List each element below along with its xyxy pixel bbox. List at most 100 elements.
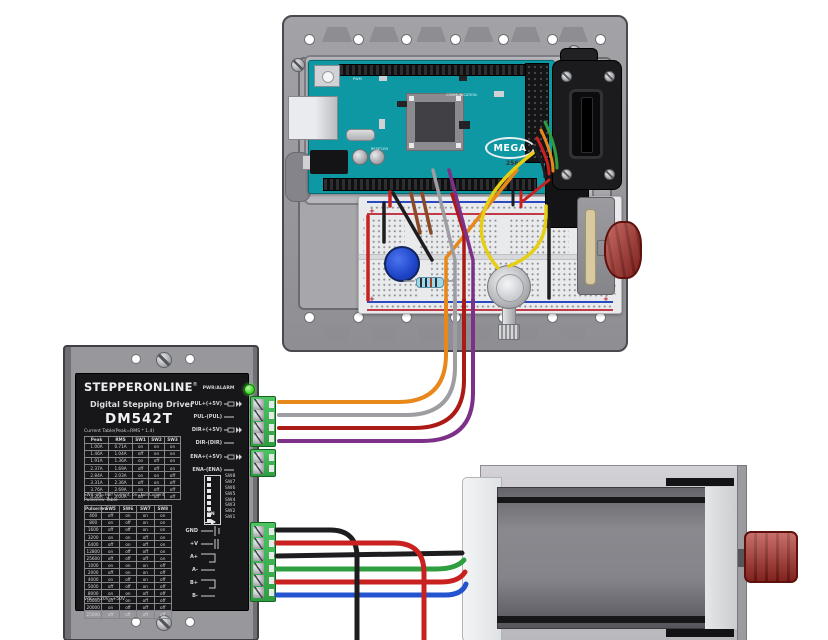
- flange-notch: [557, 27, 588, 42]
- power-row-a-minus: A-: [164, 565, 227, 575]
- flange-hole: [595, 34, 606, 45]
- dip-switch-cell: [207, 513, 211, 517]
- pulse-table-caption: Pulse/rev Table: [84, 498, 118, 503]
- brand-logo: STEPPERONLINE: [84, 380, 193, 394]
- smd-part: [459, 76, 467, 81]
- terminal-symbol-icon: [201, 595, 215, 597]
- pin-header-top: [339, 64, 539, 76]
- signal-row-ena-minus: ENA-(ENA): [176, 465, 242, 475]
- flange-notch: [416, 326, 447, 341]
- smd-part: [379, 76, 387, 81]
- terminal-pin: [251, 562, 275, 574]
- terminal-pin: [251, 574, 275, 586]
- rail-line-blue: [367, 301, 613, 303]
- mega-number: 2560: [506, 160, 523, 167]
- signal-row-pul-minus: PUL-(PUL): [176, 412, 242, 422]
- terminal-symbol-icon: [201, 569, 215, 571]
- mount-hole: [185, 354, 195, 364]
- voltage-spec: Vdc=+20V~+50V: [84, 597, 126, 602]
- screw: [561, 71, 572, 82]
- screw: [156, 352, 172, 368]
- wire-v-plus: [274, 540, 427, 640]
- dip-switch-label: SW6: [225, 485, 236, 491]
- flange-notch: [510, 27, 541, 42]
- row-letter: e: [363, 291, 366, 296]
- flange-hole: [449, 34, 461, 45]
- mcu-chip: [406, 93, 464, 151]
- capacitor: [352, 149, 368, 165]
- current-table-caption: Current Table(Peak=RMS * 1.4): [84, 429, 155, 434]
- clamp-knob-red: [604, 221, 642, 279]
- terminal-symbol-icon: [201, 553, 216, 563]
- flange-notch: [463, 326, 494, 341]
- power-terminal-label: +V: [189, 540, 198, 547]
- terminal-pin: [251, 452, 275, 463]
- power-terminal-label: A+: [189, 553, 198, 560]
- driver-subtitle: Digital Stepping Driver: [90, 400, 194, 409]
- motor-bar-top: [666, 478, 734, 486]
- flange-hole: [304, 312, 315, 323]
- blank-patch: [499, 218, 509, 254]
- smd-part: [494, 91, 504, 97]
- signal-terminal-label: DIR-(DIR): [195, 439, 222, 446]
- dip-switch-cell: [207, 519, 211, 523]
- dip-switch-cell: [207, 495, 211, 499]
- mega-logo: MEGA: [485, 137, 535, 159]
- terminal-pin: [251, 537, 275, 549]
- flange-notch: [416, 27, 447, 42]
- mount-hole: [185, 617, 195, 627]
- dip-switch-cell: [207, 489, 211, 493]
- breadboard-potentiometer: [487, 265, 531, 309]
- rail-line-red: [367, 309, 613, 311]
- chip-notch: [409, 143, 414, 148]
- shaft-knob-red: [744, 531, 798, 583]
- blank-patch: [539, 261, 549, 297]
- brand-registered-mark: ®: [192, 382, 198, 388]
- row-letter: h: [363, 233, 366, 238]
- stepper-driver-dm542t: STEPPERONLINE ® PWR/ALARM Digital Steppi…: [63, 345, 276, 640]
- communication-label: COMMUNICATION: [446, 93, 477, 97]
- opto-symbol-icon: [224, 416, 234, 418]
- terminal-pin: [251, 463, 275, 474]
- dip-switch-label: SW2: [225, 509, 236, 515]
- driver-model: DM542T: [104, 411, 174, 427]
- row-letter: a: [363, 261, 366, 265]
- flange-notch: [369, 326, 400, 341]
- signal-row-ena-plus: ENA+(+5V): [176, 452, 242, 462]
- chip-notch: [409, 96, 414, 101]
- hinge-slot: [585, 209, 596, 285]
- terminal-symbol-icon: [201, 526, 220, 536]
- flange-notch: [557, 326, 588, 341]
- flange-hole: [498, 34, 509, 45]
- capacitor: [369, 149, 385, 165]
- reset-button-cap: [322, 71, 334, 83]
- motor-rear-cap: [705, 487, 737, 629]
- signal-terminal-label: DIR+(+5V): [191, 426, 222, 433]
- dip-on-label: ON: [207, 512, 215, 517]
- row-letter: e: [614, 291, 617, 296]
- flange-notch: [322, 27, 352, 42]
- dip-switch-label: SW5: [225, 491, 236, 497]
- power-terminal-label: GND: [185, 527, 198, 534]
- usb-port: [288, 96, 338, 140]
- blue-pushbutton: [384, 246, 420, 282]
- power-row-b-minus: B-: [164, 591, 227, 601]
- terminal-pin: [251, 399, 275, 411]
- wire-gnd: [274, 527, 360, 640]
- motor-body: [497, 487, 743, 629]
- arrow-head: [211, 519, 216, 525]
- opto-symbol-icon: [224, 442, 234, 444]
- signal-terminal-label: ENA-(ENA): [192, 466, 222, 473]
- row-letter: d: [363, 283, 366, 288]
- rail-plus: +: [603, 295, 609, 303]
- opto-symbol-icon: [224, 401, 242, 407]
- signal-terminal-block-a: [250, 396, 276, 447]
- rail-plus: +: [369, 207, 375, 215]
- arrow-line: [205, 521, 211, 523]
- mega-logo-text: MEGA: [493, 142, 527, 154]
- dip-switch-label: SW7: [225, 479, 236, 485]
- flange-hole: [546, 34, 558, 45]
